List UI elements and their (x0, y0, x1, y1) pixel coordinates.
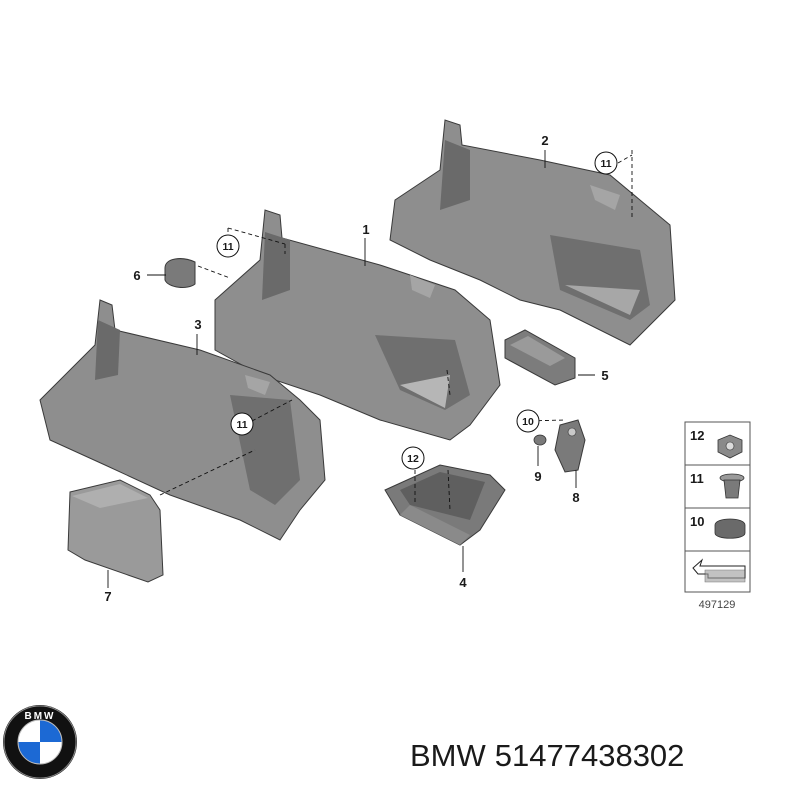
callout-11-c: 11 (230, 412, 254, 436)
direction-arrow-icon (692, 558, 746, 583)
diagram-number: 497129 (699, 599, 736, 611)
leader-lines (107, 150, 633, 588)
plug-icon (714, 518, 746, 539)
svg-text:11: 11 (600, 158, 611, 170)
svg-text:10: 10 (522, 416, 534, 428)
bmw-logo-icon: BMW (3, 705, 77, 779)
callout-11-b: 11 (216, 234, 240, 258)
callout-9: 9 (534, 469, 541, 484)
callout-7: 7 (104, 589, 111, 604)
nut-icon (717, 434, 743, 459)
caption-brand: BMW (410, 738, 486, 773)
bracket-5 (504, 329, 576, 386)
callout-1: 1 (362, 222, 369, 237)
legend-number-11: 11 (690, 471, 704, 486)
svg-text:11: 11 (236, 419, 247, 431)
callout-2: 2 (541, 133, 548, 148)
callout-3: 3 (194, 317, 201, 332)
svg-text:11: 11 (222, 241, 233, 253)
cover-panel-7 (67, 479, 164, 583)
cover-cap-6 (164, 258, 196, 288)
callout-6: 6 (133, 268, 140, 283)
callout-11-a: 11 (594, 151, 618, 175)
caption-part-number: 51477438302 (494, 738, 685, 773)
callout-10: 10 (516, 409, 540, 433)
callout-5: 5 (601, 368, 608, 383)
svg-text:12: 12 (407, 453, 419, 465)
legend-number-12: 12 (690, 428, 704, 443)
logo-lettering: BMW (25, 711, 56, 722)
clip-9 (533, 434, 547, 446)
fastener-legend: 12 11 10 497129 (684, 421, 751, 611)
side-trim-panel-1 (214, 209, 501, 441)
side-trim-panel-3 (39, 299, 326, 541)
storage-tray-4 (384, 464, 506, 546)
side-trim-panel-2 (389, 119, 676, 346)
legend-number-10: 10 (690, 514, 704, 529)
callout-4: 4 (459, 575, 467, 590)
holder-8 (554, 419, 586, 473)
clip-icon (719, 473, 745, 499)
callout-8: 8 (572, 490, 579, 505)
callout-12: 12 (401, 446, 425, 470)
